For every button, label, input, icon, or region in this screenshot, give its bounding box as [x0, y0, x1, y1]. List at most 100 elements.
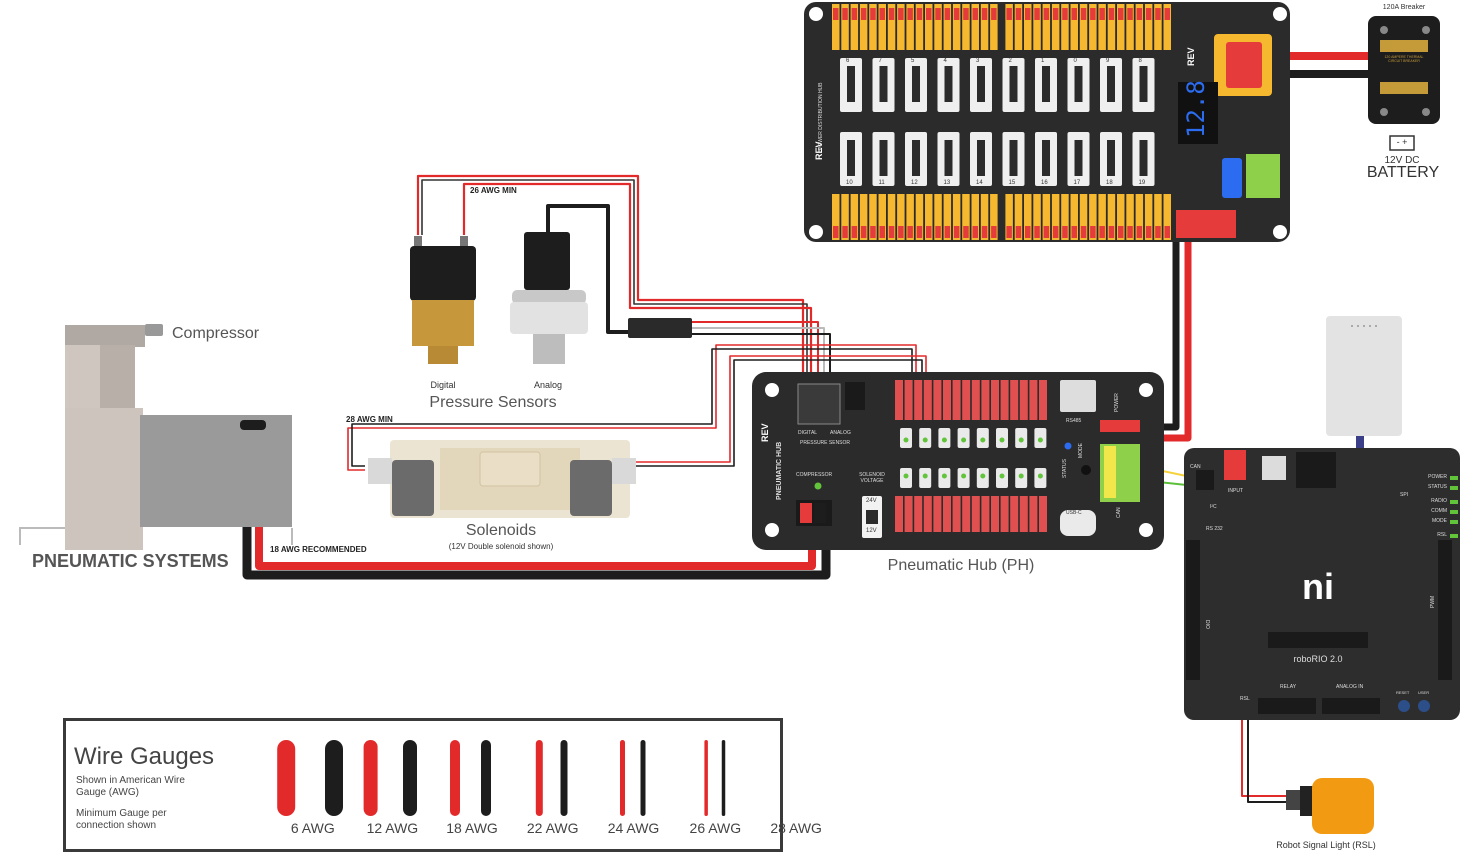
circuit-breaker [1368, 16, 1440, 124]
pdh-terminal [906, 194, 914, 240]
pdh-terminal [869, 194, 877, 240]
pdh-fuse-gap [1042, 140, 1050, 176]
rsl-wire-black [1247, 712, 1290, 803]
rio-spi-text: SPI [1400, 492, 1409, 498]
pdh-fuse-gap [1107, 140, 1115, 176]
pdh-terminal [980, 194, 989, 240]
pdh-channel-number: 13 [943, 180, 951, 186]
ph-solenoid-pin [914, 380, 923, 420]
pdh-channel-number: 2 [1008, 58, 1012, 64]
legend-red-wire [450, 740, 460, 816]
pdh-terminal-lever [860, 8, 867, 20]
pdh-terminal [1126, 194, 1134, 240]
pdh-terminal [841, 4, 849, 50]
pdh-terminal [897, 4, 905, 50]
pdh-fuse-gap [1009, 140, 1018, 176]
pdh-terminal-lever [1062, 226, 1068, 238]
pdh-terminal-lever [1118, 8, 1124, 20]
pdh-terminal-lever [1080, 8, 1087, 20]
pdh-terminal-lever [1034, 226, 1040, 238]
ph-channel-led-dot [922, 473, 928, 479]
ph-channel-led-dot [1018, 437, 1024, 443]
ph-solenoid-pin [923, 496, 932, 532]
ph-solenoid-pin [923, 380, 932, 420]
ph-status-text: STATUS [1062, 459, 1068, 478]
compressor-label: Compressor [172, 325, 260, 342]
pdh-terminal-lever [1164, 226, 1170, 238]
ph-solenoid-pin [943, 496, 951, 532]
pdh-terminal-lever [1099, 226, 1105, 238]
ph-solenoid-pin [1019, 380, 1028, 420]
ph-solenoid-pin [971, 496, 980, 532]
pdh-terminal [1079, 194, 1088, 240]
rio-rsl-port-text: RSL [1240, 696, 1250, 702]
pdh-terminal [1107, 4, 1116, 50]
pdh-terminal-lever [953, 8, 960, 20]
legend-gauge-label: 22 AWG [526, 820, 579, 836]
roborio-status-leds [1450, 476, 1458, 538]
analog-sensor-wire-3 [690, 333, 831, 385]
pdh-terminal-lever [842, 8, 848, 20]
pdh-terminal [1042, 194, 1051, 240]
ph-solenoid-pin [904, 380, 913, 420]
legend-gauge-label: 26 AWG [689, 820, 742, 836]
ph-solenoid-pin [952, 380, 961, 420]
ph-sensor-text: PRESSURE SENSOR [800, 440, 851, 446]
pdh-terminal-lever [935, 8, 941, 20]
rio-reset-text: RESET [1396, 690, 1410, 695]
ph-solenoid-pin [895, 380, 903, 420]
pdh-terminal-lever [1034, 8, 1040, 20]
pdh-channel-number: 14 [976, 180, 983, 186]
pdh-terminal [1117, 4, 1125, 50]
roborio-led-label: COMM [1431, 508, 1447, 514]
pdh-terminal-lever [1071, 8, 1077, 20]
pdh-terminal [1135, 4, 1144, 50]
pdh-terminal [850, 4, 859, 50]
pdh-terminal [1163, 4, 1171, 50]
pdh-top-terminals [832, 4, 1171, 50]
wire-gauge-legend: Wire Gauges Shown in American Wire Gauge… [63, 718, 822, 852]
pdh-terminal [1070, 4, 1078, 50]
sensor-wire-note: 26 AWG MIN [470, 186, 517, 195]
pdh-channel-number: 8 [1138, 58, 1142, 64]
ph-voltage-24: 24V [866, 498, 877, 504]
pdh-terminal-lever [833, 8, 839, 20]
pdh-fuse-gap [879, 140, 888, 176]
rio-user-text: USER [1418, 690, 1430, 695]
ph-solenoid-pin [991, 380, 999, 420]
ph-solenoid-pin [962, 496, 971, 532]
legend-black-wire [640, 740, 646, 816]
ph-channel-led-dot [941, 473, 947, 479]
pdh-channel-number: 17 [1073, 180, 1081, 186]
pdh-terminal-lever [1099, 8, 1105, 20]
pdh-terminal-lever [972, 226, 978, 238]
pdh-terminal-lever [833, 226, 839, 238]
rio-rs232-text: RS 232 [1206, 526, 1223, 532]
legend-title: Wire Gauges [74, 743, 215, 770]
pdh-terminal-lever [1015, 226, 1022, 238]
ph-solenoid-pin [962, 380, 971, 420]
pdh-terminal [1005, 194, 1013, 240]
rio-i2c-text: I²C [1210, 504, 1217, 510]
pdh-terminal-lever [944, 8, 951, 20]
pdh-terminal-lever [1164, 8, 1170, 20]
pdh-terminal [915, 4, 924, 50]
pdh-terminal-lever [916, 8, 923, 20]
ph-power-text: POWER [1114, 393, 1120, 412]
digital-pressure-sensor [410, 236, 476, 364]
pdh-terminal [1033, 4, 1041, 50]
rio-pwm-text: PWM [1430, 595, 1436, 608]
ph-solenoid-pin [1029, 496, 1038, 532]
roborio-led-label: RADIO [1431, 498, 1447, 504]
rio-dio-text: DIO [1204, 620, 1210, 629]
rsl-label: Robot Signal Light (RSL) [1276, 840, 1376, 850]
battery-label: BATTERY [1366, 164, 1440, 181]
pdh-terminal [1126, 4, 1134, 50]
pdh-fuse-gap [912, 66, 920, 102]
pdh-terminal-lever [963, 226, 969, 238]
pdh-terminal-lever [851, 226, 858, 238]
analog-sensor-wire-black [546, 204, 630, 334]
ph-solenoid-pin [991, 496, 999, 532]
breaker-body-text: 120 AMPERE THERMAL CIRCUIT BREAKER [1384, 55, 1424, 63]
